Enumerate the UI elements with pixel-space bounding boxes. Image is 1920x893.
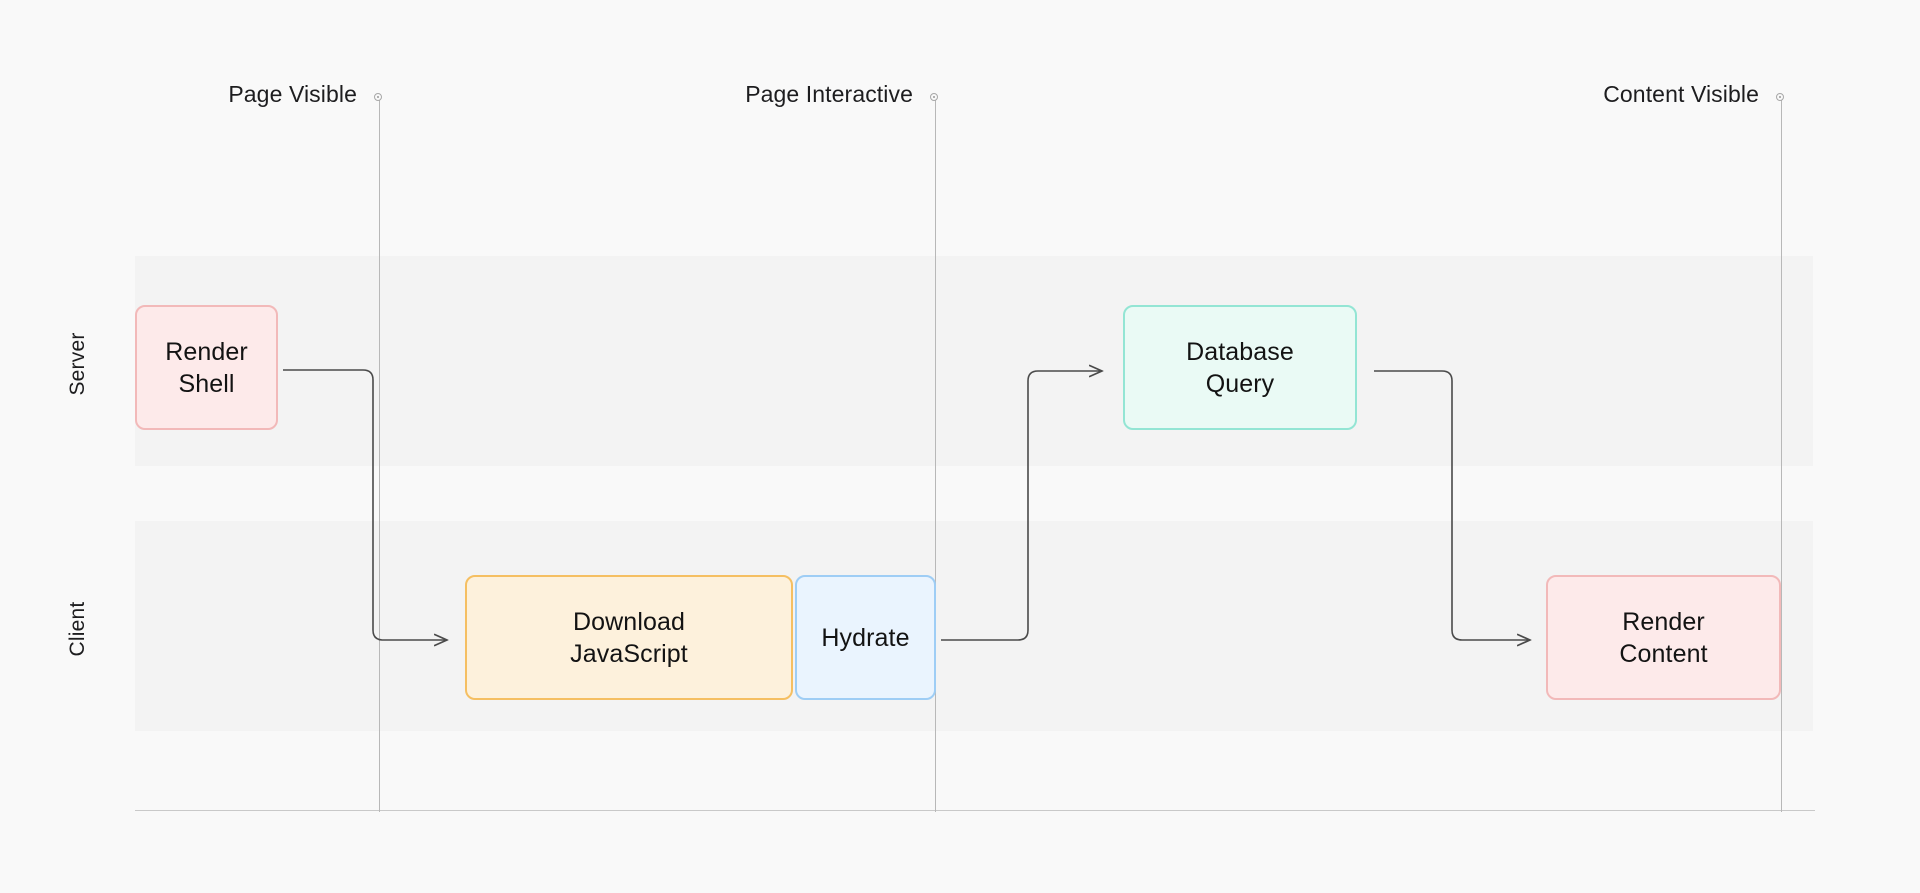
task-label: Render Shell <box>165 337 248 398</box>
milestone-label: Content Visible <box>1603 81 1759 107</box>
task-render-content[interactable]: Render Content <box>1546 575 1781 700</box>
swimlane-label-server: Server <box>66 332 89 396</box>
milestone-dot-icon <box>930 93 938 101</box>
task-label: Download JavaScript <box>570 607 688 668</box>
milestone-line <box>1781 98 1782 812</box>
milestone-dot-icon <box>374 93 382 101</box>
task-label: Database Query <box>1186 337 1294 398</box>
task-label: Hydrate <box>821 623 910 652</box>
task-render-shell[interactable]: Render Shell <box>135 305 278 430</box>
task-database-query[interactable]: Database Query <box>1123 305 1357 430</box>
milestone-line <box>935 98 936 812</box>
milestone-label: Page Interactive <box>745 81 913 107</box>
timeline-baseline <box>135 810 1815 811</box>
task-label: Render Content <box>1619 607 1708 668</box>
task-download-javascript[interactable]: Download JavaScript <box>465 575 793 700</box>
swimlane-band-server <box>135 256 1813 466</box>
milestone-line <box>379 98 380 812</box>
swimlane-label-client: Client <box>66 601 89 657</box>
task-hydrate[interactable]: Hydrate <box>795 575 936 700</box>
milestone-label: Page Visible <box>228 81 357 107</box>
milestone-dot-icon <box>1776 93 1784 101</box>
